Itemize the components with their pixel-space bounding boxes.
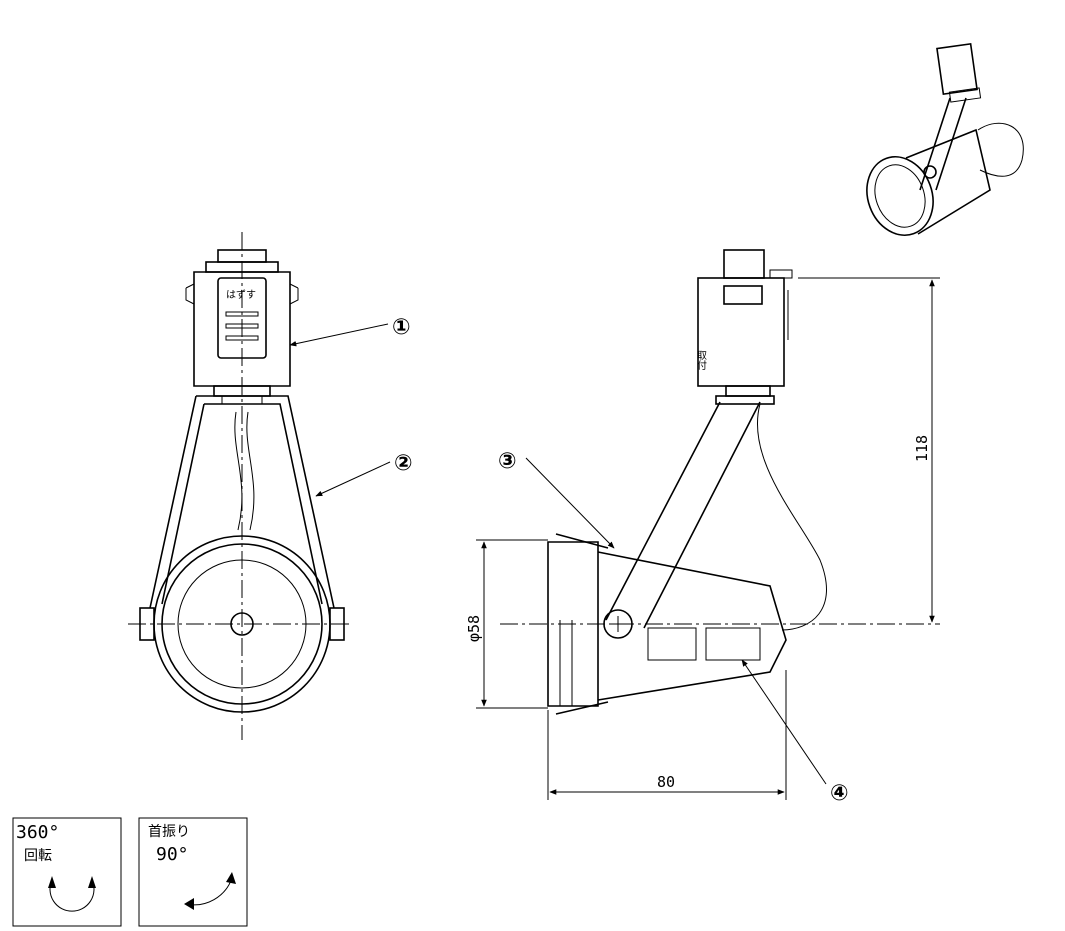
side-view: 取付 118 φ58	[465, 249, 940, 806]
swing-label: 首振り	[148, 824, 190, 840]
leader-3	[525, 457, 615, 549]
callout-1: ①	[392, 315, 411, 340]
rotation-label: 回転	[24, 848, 52, 864]
swing-90-box: 首振り 90°	[138, 817, 248, 927]
callout-3: ③	[498, 449, 517, 474]
front-view: はずす ① ②	[128, 232, 413, 740]
side-label: 取付	[695, 350, 707, 371]
leader-4	[741, 659, 827, 785]
swing-arrow-left-icon	[184, 898, 194, 910]
side-head	[547, 533, 787, 715]
rotation-arc-icon	[49, 879, 95, 912]
callout-2: ②	[394, 451, 413, 476]
rotation-arrow-left-icon	[48, 876, 56, 888]
adapter-label: はずす	[226, 289, 256, 301]
side-cord	[757, 403, 827, 631]
swing-angle: 90°	[156, 844, 189, 865]
rotation-360-box: 360° 回転	[12, 817, 122, 927]
dim-height: 118	[913, 435, 931, 462]
callout-4: ④	[830, 781, 849, 806]
swing-arrow-right-icon	[226, 872, 236, 884]
leader-2	[315, 461, 391, 497]
rotation-angle: 360°	[16, 822, 59, 843]
dim-length: 80	[657, 773, 675, 791]
rotation-arrow-right-icon	[88, 876, 96, 888]
side-arm	[605, 401, 761, 629]
front-arm	[149, 395, 335, 609]
perspective-sketch	[866, 42, 1024, 236]
leader-1	[289, 323, 389, 347]
side-adapter: 取付	[695, 249, 793, 405]
front-head	[139, 535, 345, 713]
dim-diameter: φ58	[465, 615, 483, 642]
